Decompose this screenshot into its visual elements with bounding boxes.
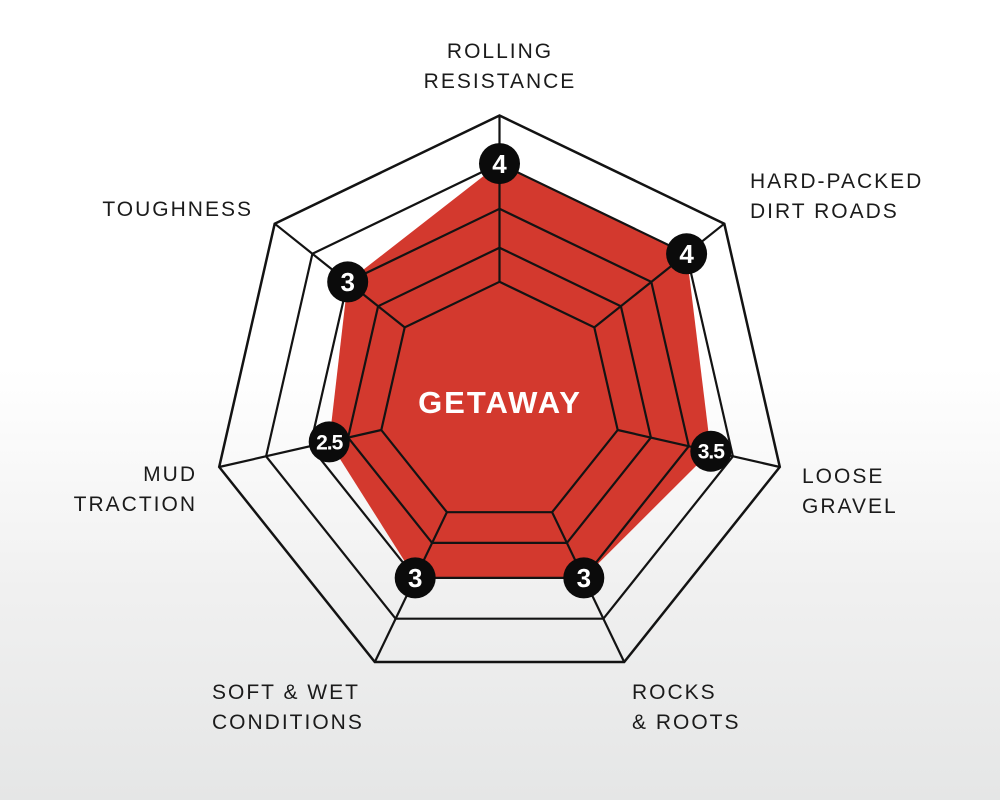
value-badge-0 xyxy=(479,143,520,185)
value-badge-label-6: 3 xyxy=(340,267,354,297)
grid-ring-1 xyxy=(380,280,619,514)
value-badge-4 xyxy=(394,557,436,599)
value-badge-6 xyxy=(327,261,369,303)
axis-label-rocks-roots: ROCKS& ROOTS xyxy=(632,681,741,734)
value-badge-label-2: 3.5 xyxy=(698,441,726,464)
grid-ring-4 xyxy=(264,162,735,620)
grid-ring-5 xyxy=(217,114,782,664)
value-badge-label-3: 3 xyxy=(577,563,591,593)
grid-ring-2 xyxy=(346,246,653,545)
value-badge-label-0: 4 xyxy=(492,149,507,179)
value-badge-5 xyxy=(308,421,350,463)
value-badge-label-4: 3 xyxy=(408,563,422,593)
radar-spoke-5 xyxy=(218,428,382,469)
radar-spoke-1 xyxy=(593,222,725,329)
axis-label-toughness: TOUGHNESS xyxy=(102,198,253,221)
value-badge-3 xyxy=(563,557,605,599)
data-polygon xyxy=(329,163,711,578)
value-badge-1 xyxy=(666,233,708,275)
grid-ring-3 xyxy=(309,207,690,580)
value-badge-2 xyxy=(690,430,732,472)
tire-name-label: GETAWAY xyxy=(418,385,582,420)
value-badge-label-1: 4 xyxy=(679,239,694,269)
value-badge-label-5: 2.5 xyxy=(316,431,344,454)
